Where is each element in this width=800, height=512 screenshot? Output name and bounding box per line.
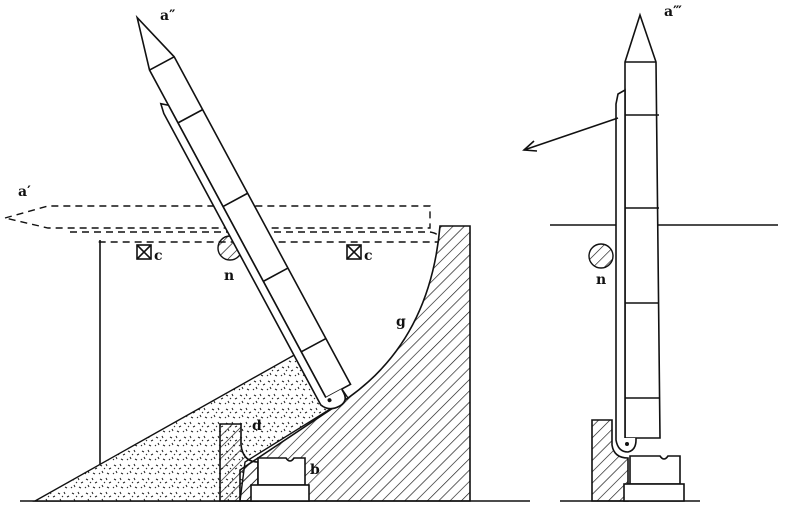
base-block-upper [257,457,306,486]
label-curved-surface: g [396,314,406,330]
label-rocket-vertical: a‴ [664,4,682,20]
stop-block-right [591,419,629,502]
label-support-right: c [364,248,373,264]
rocket-horizontal-rail [70,231,440,243]
support-left [136,244,152,260]
label-stop: d [252,418,262,434]
pivot-right [588,243,614,269]
label-rocket-raised: a″ [160,8,175,24]
left-view: a″ a′ c c n g d b [4,8,530,502]
right-view: a‴ n [522,4,778,502]
concrete-slope [32,344,349,502]
base-block-lower-right [623,483,685,502]
label-pivot-right: n [596,272,606,288]
label-pivot-left: n [224,268,234,284]
rocket-horizontal-outline [4,205,431,229]
support-right [346,244,362,260]
direction-arrow [522,117,619,152]
rocket-raised [135,14,352,410]
base-block-upper-right [629,455,681,485]
rocket-vertical [615,12,661,453]
label-rocket-horizontal: a′ [18,184,31,200]
base-block-lower [250,484,310,502]
label-base-block: b [310,462,320,478]
label-support-left: c [154,248,163,264]
